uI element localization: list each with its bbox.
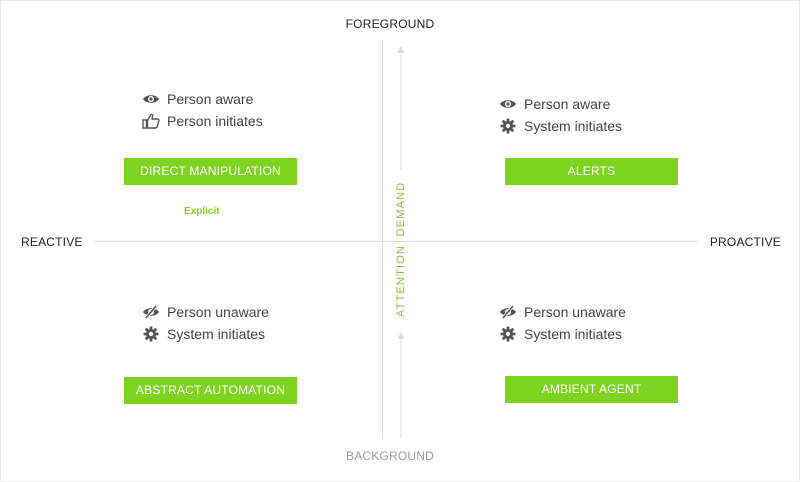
axis-label-bottom: BACKGROUND (345, 449, 434, 463)
tr-line2-text: System initiates (524, 118, 623, 134)
bl-line2: System initiates (141, 326, 265, 342)
bl-line1: Person unaware (141, 304, 269, 320)
arrow-up-bottom-icon (397, 332, 405, 438)
bl-line2-text: System initiates (167, 326, 266, 342)
axis-label-right: PROACTIVE (709, 235, 781, 249)
vertical-axis (382, 40, 383, 438)
tr-line1: Person aware (498, 96, 610, 112)
tl-line1-text: Person aware (167, 91, 254, 107)
tl-line1: Person aware (141, 91, 253, 107)
br-line2: System initiates (498, 326, 622, 342)
tr-line1-text: Person aware (524, 96, 611, 112)
tr-line2: System initiates (498, 118, 622, 134)
axis-label-left: REACTIVE (21, 235, 83, 249)
eye-slash-icon (498, 304, 518, 320)
tl-line2: Person initiates (141, 113, 263, 129)
axis-label-top: FOREGROUND (345, 17, 435, 31)
gear-icon (498, 326, 518, 342)
br-line1-text: Person unaware (524, 304, 626, 320)
gear-icon (498, 118, 518, 134)
ambient-agent-label: AMBIENT AGENT (505, 376, 678, 403)
explicit-note: Explicit (184, 206, 220, 217)
eye-icon (141, 91, 161, 107)
gear-icon (141, 326, 161, 342)
br-line2-text: System initiates (524, 326, 623, 342)
demand-label: DEMAND (395, 181, 407, 237)
alerts-label: ALERTS (505, 158, 678, 185)
direct-manipulation-label: DIRECT MANIPULATION (124, 158, 297, 185)
horizontal-axis (95, 241, 697, 242)
eye-slash-icon (141, 304, 161, 320)
eye-icon (498, 96, 518, 112)
tl-line2-text: Person initiates (167, 113, 263, 129)
abstract-automation-label: ABSTRACT AUTOMATION (124, 377, 297, 404)
thumbs-up-icon (141, 113, 161, 129)
bl-line1-text: Person unaware (167, 304, 269, 320)
arrow-up-top-icon (397, 46, 405, 170)
br-line1: Person unaware (498, 304, 626, 320)
